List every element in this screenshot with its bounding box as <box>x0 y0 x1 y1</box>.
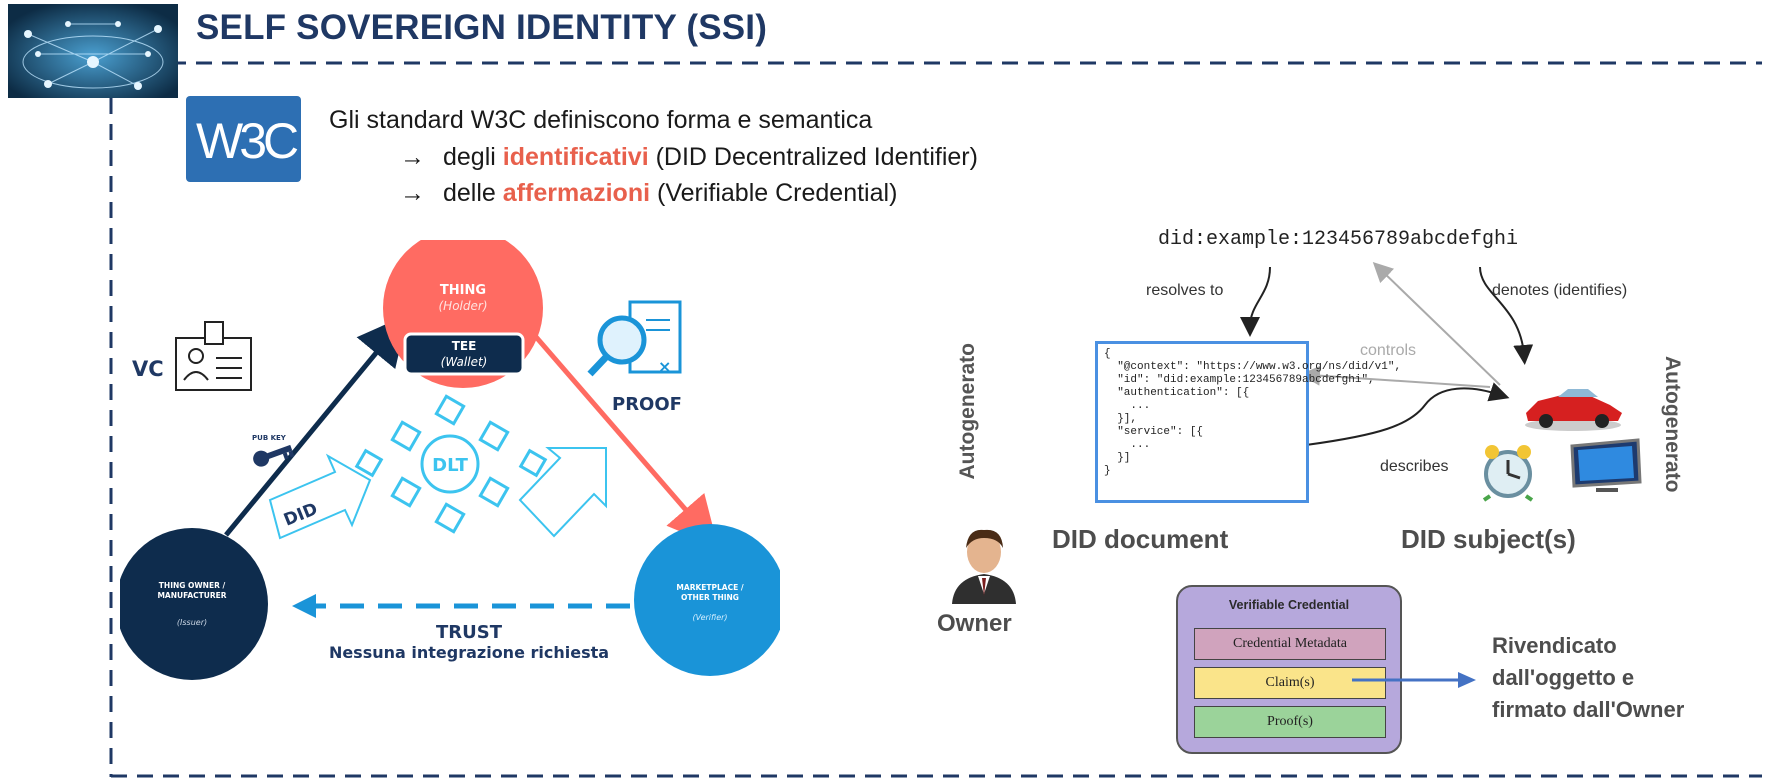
key-icon <box>253 444 295 467</box>
autogenerated-right-label: Autogenerato <box>1661 356 1684 493</box>
owner-label: Owner <box>937 610 1012 637</box>
proof-label: PROOF <box>612 394 682 415</box>
autogenerated-left-label: Autogenerato <box>956 343 979 480</box>
pub-key-label: PUB KEY <box>252 434 287 442</box>
controls-arrow-up <box>1372 262 1501 386</box>
dlt-label: DLT <box>432 455 468 476</box>
tee-wallet-box <box>403 332 525 376</box>
alarm-clock-icon <box>1482 445 1534 502</box>
describes-label: describes <box>1380 458 1449 475</box>
marketplace-verifier-node <box>634 524 780 676</box>
vc-label: VC <box>132 357 164 381</box>
standards-item-identifiers: →degli identificativi (DID Decentralized… <box>400 143 978 171</box>
tee-label: TEE <box>452 339 477 353</box>
svg-text:×: × <box>658 357 671 376</box>
w3c-logo-text: W3C <box>196 113 299 169</box>
standards-intro: Gli standard W3C definiscono forma e sem… <box>329 106 873 134</box>
vc-proofs-row: Proof(s) <box>1194 706 1386 738</box>
standards-item-claims: →delle affermazioni (Verifiable Credenti… <box>400 179 898 207</box>
describes-arrow <box>1305 382 1510 446</box>
did-document-box <box>1095 341 1309 503</box>
w3c-logo: W3C <box>186 96 301 182</box>
verifiable-credential-card: Verifiable Credential Credential Metadat… <box>1176 585 1402 754</box>
page-title: SELF SOVEREIGN IDENTITY (SSI) <box>196 8 768 47</box>
did-document-json: { "@context": "https://www.w3.org/ns/did… <box>1104 348 1402 477</box>
proof-magnifier-icon: × <box>587 300 682 377</box>
red-car-icon <box>1525 389 1622 431</box>
vc-metadata-row: Credential Metadata <box>1194 628 1386 660</box>
claims-to-note-arrow <box>1352 672 1476 688</box>
denotes-arrow <box>1479 266 1534 365</box>
verifier-label: (Verifier) <box>692 613 727 622</box>
controls-label: controls <box>1360 342 1417 359</box>
did-subjects-label: DID subject(s) <box>1401 524 1576 554</box>
vc-claims-row: Claim(s) <box>1194 667 1386 699</box>
keyword-identificativi: identificativi <box>502 143 649 171</box>
resolves-to-arrow <box>1240 266 1271 337</box>
owner-person-icon <box>952 529 1016 604</box>
owner-to-thing-arrow <box>224 314 408 537</box>
vc-card-title: Verifiable Credential <box>1228 598 1350 612</box>
did-document-label: DID document <box>1052 524 1229 554</box>
owner-issuer-node <box>120 528 268 680</box>
owner-line2: MANUFACTURER <box>157 591 226 600</box>
right-arrow-icon: → <box>400 143 425 171</box>
did-relations-arrows <box>1240 262 1534 446</box>
market-line2: OTHER THING <box>681 593 739 602</box>
thing-to-market-arrow <box>528 328 719 548</box>
did-identifier: did:example:123456789abcdefghi <box>1158 228 1519 251</box>
owner-line1: THING OWNER / <box>159 581 226 590</box>
denotes-label: denotes (identifies) <box>1492 282 1628 299</box>
resolves-to-label: resolves to <box>1146 282 1224 299</box>
trust-subtitle: Nessuna integrazione richiesta <box>329 643 609 662</box>
market-line1: MARKETPLACE / <box>676 583 743 592</box>
did-arrow-shape <box>268 453 372 540</box>
dlt-network-icon <box>354 394 548 534</box>
trust-arrowhead <box>292 594 316 618</box>
right-arrow-icon: → <box>400 179 425 207</box>
wallet-label: (Wallet) <box>441 355 488 369</box>
header-network-image <box>8 4 178 98</box>
keyword-affermazioni: affermazioni <box>502 179 651 207</box>
television-icon <box>1570 438 1642 492</box>
ssi-trust-triangle: THING (Holder) TEE (Wallet) VC × PROOF D… <box>120 240 780 680</box>
outline-arrow-shape <box>518 447 607 538</box>
network-globe-icon <box>8 4 178 98</box>
holder-label: (Holder) <box>439 299 488 313</box>
trust-label: TRUST <box>436 622 503 643</box>
thing-label: THING <box>440 283 486 298</box>
issuer-label: (Issuer) <box>177 618 207 627</box>
id-badge-icon <box>175 321 252 391</box>
controls-arrow-left <box>1300 365 1491 388</box>
claims-note: Rivendicato dall'oggetto e firmato dall'… <box>1492 633 1685 722</box>
